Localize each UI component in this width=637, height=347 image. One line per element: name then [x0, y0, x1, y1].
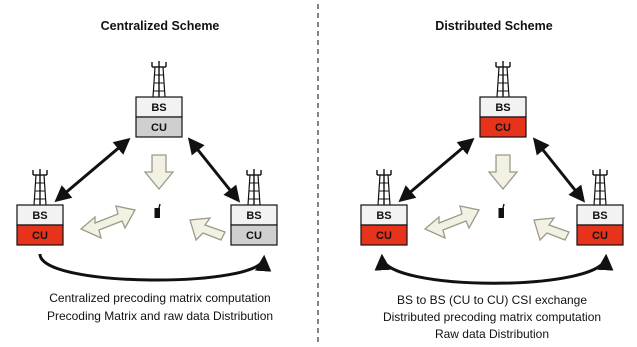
cu-label: CU: [32, 230, 48, 242]
right-right-station: BS CU: [576, 168, 624, 246]
right-caption-line-3: Raw data Distribution: [435, 327, 549, 341]
bs-label: BS: [151, 102, 166, 114]
left-top-station: BS CU: [135, 60, 183, 138]
left-caption-line-2: Precoding Matrix and raw data Distributi…: [47, 309, 273, 323]
hollow-arrow-double: [423, 205, 480, 240]
hollow-arrow-double: [79, 205, 136, 240]
centralized-panel: Centralized Scheme BS CU BS CU BS CU: [16, 19, 278, 323]
bs-label: BS: [246, 210, 261, 222]
user-device-icon: [153, 203, 161, 219]
left-caption-line-1: Centralized precoding matrix computation: [49, 291, 270, 305]
bs-label: BS: [32, 210, 47, 222]
bs-label: BS: [495, 102, 510, 114]
cu-box: [576, 224, 624, 246]
right-left-station: BS CU: [360, 168, 408, 246]
user-device-icon: [497, 203, 505, 219]
cu-box: [479, 116, 527, 138]
cu-box: [230, 224, 278, 246]
bs-label: BS: [376, 210, 391, 222]
cu-label: CU: [151, 122, 167, 134]
hollow-arrow-right: [189, 217, 226, 242]
left-panel-title: Centralized Scheme: [101, 19, 220, 33]
cu-label: CU: [246, 230, 262, 242]
hollow-arrow-down: [143, 154, 175, 191]
link-arrow-top-left: [398, 137, 475, 203]
hollow-arrow-right: [533, 217, 570, 242]
link-arrow-bottom: [374, 253, 614, 285]
cu-label: CU: [376, 230, 392, 242]
cu-label: CU: [495, 122, 511, 134]
right-caption-line-1: BS to BS (CU to CU) CSI exchange: [397, 293, 587, 307]
cu-box: [135, 116, 183, 138]
cu-label: CU: [592, 230, 608, 242]
bs-label: BS: [592, 210, 607, 222]
cu-box: [16, 224, 64, 246]
link-arrow-bottom: [38, 253, 272, 282]
right-caption-line-2: Distributed precoding matrix computation: [383, 310, 601, 324]
hollow-arrow-down: [487, 154, 519, 191]
right-panel-title: Distributed Scheme: [435, 19, 552, 33]
cu-box: [360, 224, 408, 246]
link-arrow-top-right: [187, 137, 241, 203]
link-arrow-top-right: [532, 137, 586, 203]
link-arrow-top-left: [54, 137, 131, 203]
left-right-station: BS CU: [230, 168, 278, 246]
right-top-station: BS CU: [479, 60, 527, 138]
left-left-station: BS CU: [16, 168, 64, 246]
distributed-panel: Distributed Scheme BS CU BS CU BS CU: [360, 19, 624, 341]
